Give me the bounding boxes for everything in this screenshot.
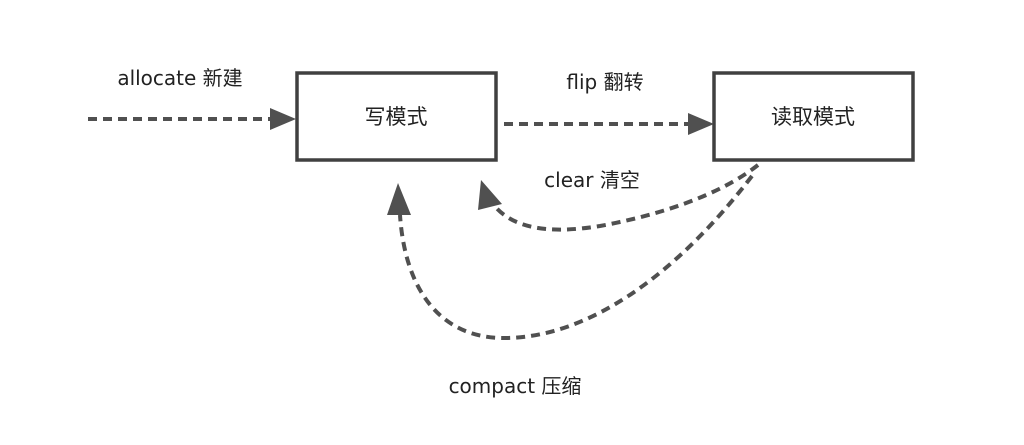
edge-allocate-label: allocate 新建 (117, 66, 242, 90)
node-write-mode-box (295, 71, 498, 162)
edge-flip: flip 翻转 (504, 70, 714, 135)
edge-allocate: allocate 新建 (88, 66, 296, 130)
node-write-mode: 写模式 (295, 71, 498, 162)
edge-clear-line (488, 163, 760, 232)
edge-compact: compact 压缩 (387, 174, 754, 398)
edge-flip-arrowhead (688, 113, 714, 135)
edge-compact-arrowhead (387, 183, 411, 215)
edge-compact-label: compact 压缩 (449, 374, 582, 398)
node-write-mode-label: 写模式 (365, 105, 428, 129)
edge-clear-arrowhead (478, 180, 502, 210)
node-read-mode: 读取模式 (712, 71, 915, 162)
edge-clear: clear 清空 (478, 163, 760, 232)
edge-clear-label: clear 清空 (544, 168, 640, 192)
edge-compact-line (398, 174, 754, 341)
node-read-mode-box (712, 71, 915, 162)
edge-flip-label: flip 翻转 (566, 70, 643, 94)
node-read-mode-label: 读取模式 (771, 105, 855, 129)
edge-allocate-arrowhead (270, 108, 296, 130)
